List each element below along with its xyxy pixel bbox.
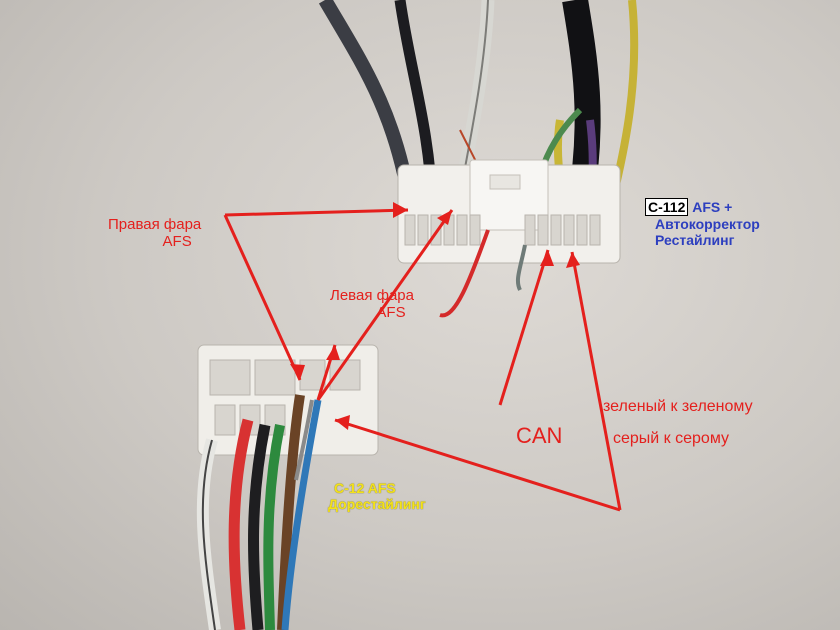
label-c112-code: C-112 <box>645 198 689 217</box>
label-can: CAN <box>516 423 563 448</box>
wire-red-loop <box>439 229 490 318</box>
wire-blue <box>281 399 322 630</box>
label-left-headlight-text: Левая фара <box>330 287 414 304</box>
arrow-heads <box>290 202 580 430</box>
label-c112-afs: AFS + <box>692 199 733 215</box>
label-right-headlight: Правая фара AFS <box>108 216 201 251</box>
label-c112: C-112 AFS + Автокорректор Рестайлинг <box>645 198 760 248</box>
label-right-headlight-text: Правая фара <box>108 216 202 233</box>
wire-red-bottom <box>228 418 254 630</box>
label-c112-restyling: Рестайлинг <box>655 232 735 249</box>
label-left-headlight-afs: AFS <box>376 304 406 322</box>
label-c12: C-12 AFS Дорестайлинг <box>328 480 426 512</box>
wire-green-bottom <box>263 424 285 630</box>
wire-white-bottom <box>196 438 221 630</box>
label-green-to-green: зеленый к зеленому <box>603 398 753 415</box>
wire-brown <box>277 394 305 630</box>
label-c12-prerestyling: Дорестайлинг <box>328 496 426 513</box>
wire-dark-grey <box>318 0 417 207</box>
label-left-headlight: Левая фара AFS <box>330 287 414 322</box>
label-right-headlight-afs: AFS <box>162 233 192 251</box>
wire-black-bottom <box>248 423 271 630</box>
label-grey-to-grey: серый к серому <box>613 430 729 447</box>
label-c112-corrector: Автокорректор <box>655 216 760 233</box>
label-c12-afs: C-12 AFS <box>334 480 396 496</box>
